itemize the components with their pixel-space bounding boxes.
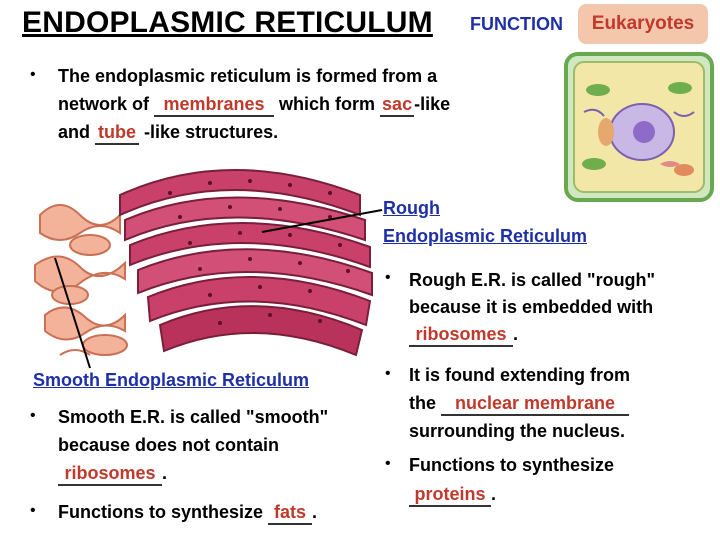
period: . — [491, 484, 497, 504]
rough-b1-line1: Rough E.R. is called "rough" — [409, 270, 656, 290]
answer-ribosomes-smooth: ribosomes — [58, 462, 162, 486]
rough-b3-line1: Functions to synthesize — [409, 455, 615, 475]
rough-bullet-2: • — [385, 365, 391, 382]
intro-line-1: The endoplasmic reticulum is formed from… — [58, 66, 438, 86]
smooth-b2-line: Functions to synthesize fats. — [58, 498, 317, 526]
answer-membranes: membranes — [154, 93, 275, 117]
smooth-er-label: Smooth Endoplasmic Reticulum — [33, 370, 310, 390]
rough-b2-pre: the — [409, 393, 436, 413]
smooth-bullet-2: • — [30, 502, 36, 519]
function-label: FUNCTION — [470, 14, 563, 34]
smooth-b2-pre: Functions to synthesize — [58, 502, 264, 522]
smooth-b1-line2: because does not contain — [58, 435, 280, 455]
smooth-b1-line3: ribosomes. — [58, 459, 167, 487]
intro-text: -like — [414, 94, 451, 114]
answer-ribosomes-rough: ribosomes — [409, 323, 513, 347]
intro-line-3: and tube -like structures. — [58, 118, 278, 146]
rough-bullet-1: • — [385, 269, 391, 286]
eukaryotes-button[interactable]: Eukaryotes — [578, 4, 708, 44]
smooth-bullet-1: • — [30, 407, 36, 424]
intro-text: and — [58, 122, 91, 142]
intro-text: -like structures. — [144, 122, 279, 142]
eukaryotic-cell-image — [564, 52, 714, 202]
rough-b1-line2: because it is embedded with — [409, 297, 654, 317]
rough-er-label-line-1: Rough — [383, 198, 440, 218]
rough-b2-line1: It is found extending from — [409, 365, 630, 385]
period: . — [513, 324, 519, 344]
period: . — [162, 463, 168, 483]
endoplasmic-reticulum-image — [34, 169, 373, 357]
intro-text: network of — [58, 94, 150, 114]
answer-sac: sac — [380, 93, 415, 117]
rough-b1-line3: ribosomes. — [409, 320, 518, 348]
smooth-b1-line1: Smooth E.R. is called "smooth" — [58, 407, 329, 427]
intro-line-2: network of membranes which form sac-like — [58, 90, 450, 118]
rough-pointer-line — [261, 209, 383, 233]
page-title: ENDOPLASMIC RETICULUM — [22, 6, 433, 39]
rough-b2-line2: the nuclear membrane — [409, 389, 630, 417]
answer-nuclear-membrane: nuclear membrane — [441, 392, 630, 416]
rough-bullet-3: • — [385, 455, 391, 472]
answer-fats: fats — [268, 501, 313, 525]
smooth-pointer-line — [54, 257, 91, 369]
period: . — [312, 502, 318, 522]
rough-b2-line3: surrounding the nucleus. — [409, 421, 626, 441]
intro-text: which form — [279, 94, 376, 114]
intro-bullet: • — [30, 66, 36, 83]
answer-tube: tube — [95, 121, 140, 145]
rough-b3-line2: proteins. — [409, 480, 496, 508]
answer-proteins: proteins — [409, 483, 491, 507]
rough-er-label-line-2: Endoplasmic Reticulum — [383, 226, 588, 246]
